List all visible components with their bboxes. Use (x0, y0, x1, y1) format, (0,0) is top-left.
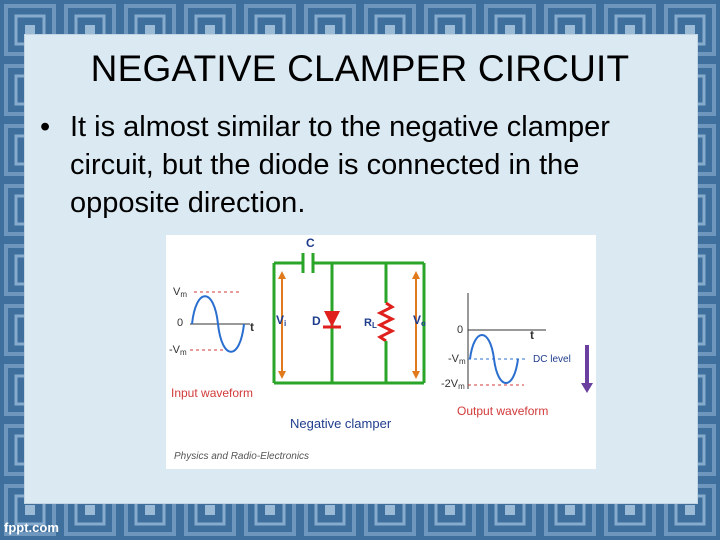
input-waveform: Vm 0 t -Vm Input waveform (169, 286, 254, 400)
capacitor-label: C (306, 236, 315, 250)
input-zero-label: 0 (177, 317, 183, 329)
clamper-diagram: Vm 0 t -Vm Input waveform C D (169, 236, 593, 462)
dc-shift-arrowhead (581, 383, 593, 393)
vo-arrowhead-bottom (412, 371, 420, 379)
input-t-label: t (250, 320, 254, 334)
output-t-label: t (530, 328, 534, 342)
output-dc-level-label: DC level (533, 354, 571, 365)
output-neg-vm-label: -Vm (448, 353, 466, 366)
input-vm-label: Vm (173, 286, 187, 299)
resistor-symbol (376, 301, 396, 343)
vi-arrowhead-top (278, 271, 286, 279)
input-caption: Input waveform (171, 386, 253, 400)
circuit-caption: Negative clamper (290, 416, 392, 431)
resistor-label: RL (364, 317, 377, 330)
output-sine-wave (469, 334, 519, 384)
input-sine-wave (191, 295, 245, 353)
figure-credit: Physics and Radio-Electronics (174, 451, 309, 462)
bullet-text: It is almost similar to the negative cla… (70, 111, 610, 219)
output-waveform: 0 t -Vm -2Vm DC level Output waveform (441, 293, 593, 418)
vo-arrowhead-top (412, 271, 420, 279)
diode-symbol (324, 311, 340, 327)
footer-watermark[interactable]: fppt.com (4, 520, 59, 535)
clamper-circuit: C D RL Vi Vo Neg (272, 236, 426, 431)
vi-label: Vi (276, 313, 286, 328)
diode-label: D (312, 314, 321, 328)
output-zero-label: 0 (457, 324, 463, 336)
bullet-symbol: • (40, 111, 51, 143)
clamper-figure: Vm 0 t -Vm Input waveform C D (166, 235, 596, 469)
input-neg-vm-label: -Vm (169, 344, 187, 357)
output-caption: Output waveform (457, 404, 548, 418)
vo-label: Vo (413, 313, 426, 328)
vi-arrowhead-bottom (278, 371, 286, 379)
slide-title: NEGATIVE CLAMPER CIRCUIT (90, 48, 630, 89)
output-neg-2vm-label: -2Vm (441, 378, 465, 391)
